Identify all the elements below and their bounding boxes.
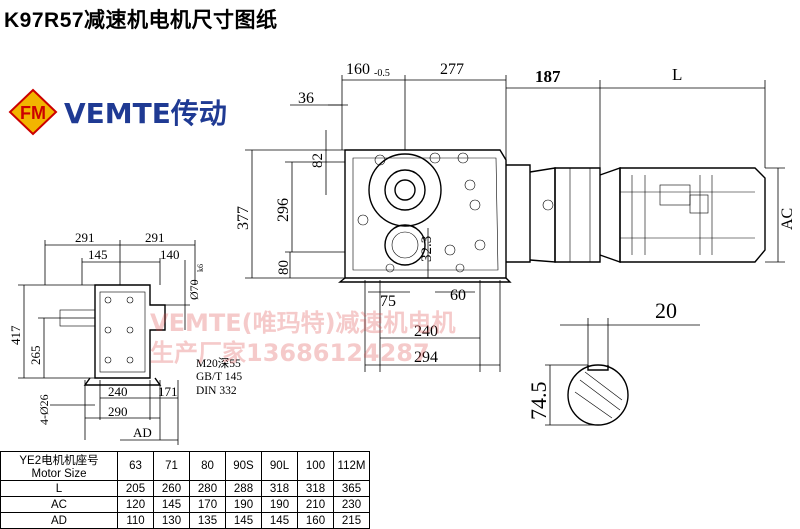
dim-side-AD: AD xyxy=(133,425,152,440)
dim-side-70: Ø70 xyxy=(187,279,201,300)
brand-logo-icon: FM xyxy=(8,88,58,136)
table-cell: 365 xyxy=(333,480,370,497)
table-cell: 205 xyxy=(117,480,154,497)
dim-36: 36 xyxy=(298,90,314,107)
table-row: L 205 260 280 288 318 318 365 xyxy=(0,480,370,497)
table-col-90s: 90S xyxy=(225,451,262,481)
table-header-row: YE2电机机座号 Motor Size 63 71 80 90S 90L 100… xyxy=(0,451,370,481)
header-label-cn: YE2电机机座号 xyxy=(19,455,99,467)
dim-keyway-20: 20 xyxy=(655,298,677,323)
table-col-90l: 90L xyxy=(261,451,298,481)
dim-side-291-b: 291 xyxy=(145,230,165,245)
table-cell: 130 xyxy=(153,512,190,529)
header-label-en: Motor Size xyxy=(31,468,87,480)
dim-side-291-a: 291 xyxy=(75,230,95,245)
dim-377: 377 xyxy=(235,206,252,230)
gearbox-side-view: 291 291 145 140 417 265 4-Ø26 Ø70 k6 240… xyxy=(8,230,242,445)
row-label: L xyxy=(0,480,118,497)
table-cell: 280 xyxy=(189,480,226,497)
dim-side-70-tol: k6 xyxy=(196,264,205,272)
table-col-80: 80 xyxy=(189,451,226,481)
dim-75: 75 xyxy=(380,293,396,310)
dim-AC: AC xyxy=(779,208,796,230)
dim-side-4-26: 4-Ø26 xyxy=(37,394,51,425)
dim-60: 60 xyxy=(450,287,466,304)
dim-side-265: 265 xyxy=(28,346,43,366)
dim-side-240: 240 xyxy=(108,384,128,399)
table-col-112m: 112M xyxy=(333,451,370,481)
dim-L: L xyxy=(672,65,682,84)
table-cell: 145 xyxy=(153,496,190,513)
main-dimensions xyxy=(245,75,785,372)
table-header-label: YE2电机机座号 Motor Size xyxy=(0,451,118,481)
dim-160-tol: -0.5 xyxy=(374,68,390,79)
table-col-100: 100 xyxy=(297,451,334,481)
dim-277: 277 xyxy=(440,61,464,78)
dim-296: 296 xyxy=(275,198,292,222)
dim-160: 160 xyxy=(346,61,370,78)
gearbox-front-view xyxy=(338,149,766,283)
dim-side-140: 140 xyxy=(160,247,180,262)
table-cell: 160 xyxy=(297,512,334,529)
table-cell: 145 xyxy=(261,512,298,529)
table-cell: 110 xyxy=(117,512,154,529)
table-cell: 318 xyxy=(297,480,334,497)
thread-note-gbt: GB/T 145 xyxy=(196,371,242,383)
dim-32-3: 32.3 xyxy=(419,236,435,262)
dim-294: 294 xyxy=(414,349,438,366)
table-cell: 170 xyxy=(189,496,226,513)
table-cell: 190 xyxy=(225,496,262,513)
dim-keyway-74-5: 74.5 xyxy=(526,382,551,421)
dim-side-290: 290 xyxy=(108,404,128,419)
table-col-71: 71 xyxy=(153,451,190,481)
dim-side-145: 145 xyxy=(88,247,108,262)
table-cell: 260 xyxy=(153,480,190,497)
table-cell: 215 xyxy=(333,512,370,529)
dim-side-171: 171 xyxy=(158,384,178,399)
table-cell: 230 xyxy=(333,496,370,513)
dim-80: 80 xyxy=(276,260,292,275)
table-row: AC 120 145 170 190 190 210 230 xyxy=(0,496,370,513)
keyway-section: 20 74.5 xyxy=(526,298,700,426)
page-title: K97R57减速机电机尺寸图纸 xyxy=(4,9,278,32)
dim-82: 82 xyxy=(310,153,326,168)
table-col-63: 63 xyxy=(117,451,154,481)
dim-240: 240 xyxy=(414,323,438,340)
table-row: AD 110 130 135 145 145 160 215 xyxy=(0,512,370,529)
thread-note-m20: M20深55 xyxy=(196,356,241,370)
table-cell: 318 xyxy=(261,480,298,497)
table-cell: 145 xyxy=(225,512,262,529)
table-cell: 288 xyxy=(225,480,262,497)
svg-text:FM: FM xyxy=(20,103,46,123)
table-cell: 210 xyxy=(297,496,334,513)
row-label: AD xyxy=(0,512,118,529)
table-cell: 120 xyxy=(117,496,154,513)
dim-side-417: 417 xyxy=(8,325,23,345)
main-dimension-labels: 160 -0.5 277 187 L 36 82 377 296 80 32.3… xyxy=(235,61,796,366)
dim-187: 187 xyxy=(535,67,561,86)
table-cell: 135 xyxy=(189,512,226,529)
motor-size-table: YE2电机机座号 Motor Size 63 71 80 90S 90L 100… xyxy=(0,451,370,529)
thread-note-din: DIN 332 xyxy=(196,385,237,397)
row-label: AC xyxy=(0,496,118,513)
table-cell: 190 xyxy=(261,496,298,513)
brand-name: VEMTE传动 xyxy=(64,97,227,130)
